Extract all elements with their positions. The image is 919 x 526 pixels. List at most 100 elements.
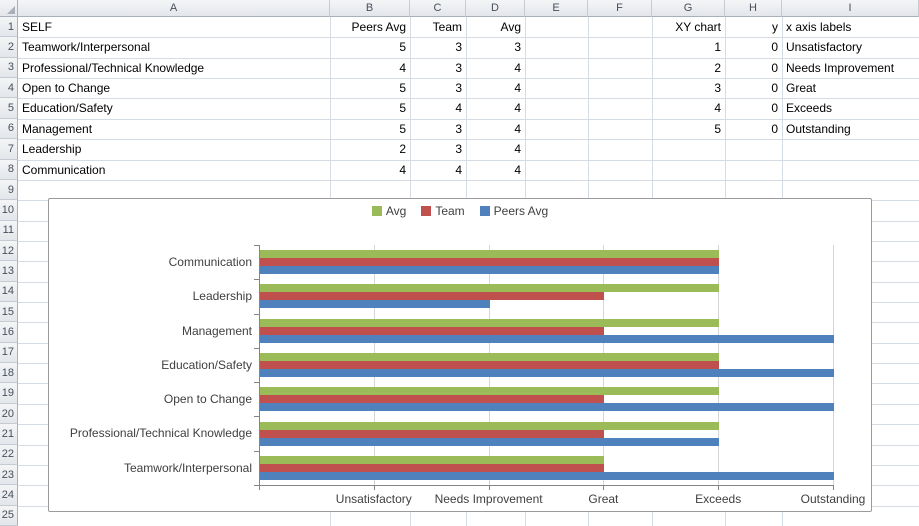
cell-A7[interactable]: Leadership bbox=[22, 142, 82, 157]
bar-avg-professional-technical-knowledge[interactable] bbox=[260, 421, 720, 430]
cell-C8[interactable]: 4 bbox=[455, 162, 462, 177]
row-header-18[interactable]: 18 bbox=[0, 363, 18, 384]
cell-G1[interactable]: XY chart bbox=[675, 20, 721, 34]
cell-C3[interactable]: 3 bbox=[455, 60, 462, 75]
column-header-c[interactable]: C bbox=[410, 0, 466, 17]
row-header-23[interactable]: 23 bbox=[0, 464, 18, 486]
cell-D8[interactable]: 4 bbox=[514, 162, 521, 177]
cell-H2[interactable]: 0 bbox=[771, 40, 778, 55]
column-header-e[interactable]: E bbox=[525, 0, 588, 17]
row-header-4[interactable]: 4 bbox=[0, 78, 18, 99]
row-header-8[interactable]: 8 bbox=[0, 159, 18, 180]
column-header-f[interactable]: F bbox=[588, 0, 652, 17]
cell-D2[interactable]: 3 bbox=[514, 40, 521, 55]
cell-C6[interactable]: 3 bbox=[455, 121, 462, 136]
cell-A4[interactable]: Open to Change bbox=[22, 81, 111, 96]
bar-avg-teamwork-interpersonal[interactable] bbox=[260, 455, 605, 464]
cell-H3[interactable]: 0 bbox=[771, 60, 778, 75]
cell-D3[interactable]: 4 bbox=[514, 60, 521, 75]
cell-B5[interactable]: 5 bbox=[399, 101, 406, 116]
cell-A1[interactable]: SELF bbox=[22, 20, 53, 34]
bar-peers-avg-education-safety[interactable] bbox=[260, 369, 834, 377]
cell-C1[interactable]: Team bbox=[432, 20, 462, 34]
cell-G6[interactable]: 5 bbox=[714, 121, 721, 136]
bar-team-education-safety[interactable] bbox=[260, 361, 720, 369]
row-header-5[interactable]: 5 bbox=[0, 98, 18, 119]
cell-A5[interactable]: Education/Safety bbox=[22, 101, 113, 116]
cell-I3[interactable]: Needs Improvement bbox=[786, 60, 895, 75]
cell-G4[interactable]: 3 bbox=[714, 81, 721, 96]
row-header-11[interactable]: 11 bbox=[0, 220, 18, 241]
row-header-1[interactable]: 1 bbox=[0, 17, 18, 38]
select-all-corner[interactable] bbox=[0, 0, 18, 17]
cell-C7[interactable]: 3 bbox=[455, 142, 462, 157]
cell-B3[interactable]: 4 bbox=[399, 60, 406, 75]
cell-H4[interactable]: 0 bbox=[771, 81, 778, 96]
bar-team-communication[interactable] bbox=[260, 258, 720, 267]
legend-item-team[interactable]: Team bbox=[421, 204, 465, 218]
cell-C5[interactable]: 4 bbox=[455, 101, 462, 116]
column-header-i[interactable]: I bbox=[782, 0, 919, 17]
bar-peers-avg-communication[interactable] bbox=[260, 266, 720, 275]
row-header-16[interactable]: 16 bbox=[0, 322, 18, 343]
row-header-22[interactable]: 22 bbox=[0, 444, 18, 465]
row-header-14[interactable]: 14 bbox=[0, 281, 18, 303]
bar-avg-education-safety[interactable] bbox=[260, 353, 720, 361]
cell-D1[interactable]: Avg bbox=[500, 20, 521, 34]
bar-peers-avg-management[interactable] bbox=[260, 334, 834, 343]
bar-peers-avg-leadership[interactable] bbox=[260, 300, 490, 309]
row-header-2[interactable]: 2 bbox=[0, 37, 18, 58]
cell-I2[interactable]: Unsatisfactory bbox=[786, 40, 863, 55]
cell-D4[interactable]: 4 bbox=[514, 81, 521, 96]
bar-team-teamwork-interpersonal[interactable] bbox=[260, 463, 605, 472]
cell-D6[interactable]: 4 bbox=[514, 121, 521, 136]
cell-B6[interactable]: 5 bbox=[399, 121, 406, 136]
row-header-6[interactable]: 6 bbox=[0, 118, 18, 140]
cell-I1[interactable]: x axis labels bbox=[786, 20, 852, 34]
cell-A6[interactable]: Management bbox=[22, 121, 93, 136]
cell-D5[interactable]: 4 bbox=[514, 101, 521, 116]
bar-team-professional-technical-knowledge[interactable] bbox=[260, 429, 605, 438]
column-header-a[interactable]: A bbox=[18, 0, 330, 17]
bar-peers-avg-professional-technical-knowledge[interactable] bbox=[260, 437, 720, 446]
cell-I5[interactable]: Exceeds bbox=[786, 101, 833, 116]
legend-item-avg[interactable]: Avg bbox=[371, 204, 406, 218]
cell-B4[interactable]: 5 bbox=[399, 81, 406, 96]
bar-avg-leadership[interactable] bbox=[260, 284, 720, 293]
cell-H1[interactable]: y bbox=[772, 20, 778, 34]
cell-G2[interactable]: 1 bbox=[714, 40, 721, 55]
cell-G3[interactable]: 2 bbox=[714, 60, 721, 75]
bar-team-open-to-change[interactable] bbox=[260, 395, 605, 404]
column-header-d[interactable]: D bbox=[466, 0, 525, 17]
row-header-24[interactable]: 24 bbox=[0, 485, 18, 506]
cell-H5[interactable]: 0 bbox=[771, 101, 778, 116]
row-header-12[interactable]: 12 bbox=[0, 240, 18, 262]
cell-C2[interactable]: 3 bbox=[455, 40, 462, 55]
bar-peers-avg-teamwork-interpersonal[interactable] bbox=[260, 471, 834, 480]
cell-B8[interactable]: 4 bbox=[399, 162, 406, 177]
cell-A8[interactable]: Communication bbox=[22, 162, 106, 177]
row-header-7[interactable]: 7 bbox=[0, 139, 18, 160]
row-header-10[interactable]: 10 bbox=[0, 200, 18, 221]
cell-A2[interactable]: Teamwork/Interpersonal bbox=[22, 40, 151, 55]
column-header-g[interactable]: G bbox=[652, 0, 725, 17]
legend-item-peers-avg[interactable]: Peers Avg bbox=[479, 204, 548, 218]
bar-avg-management[interactable] bbox=[260, 318, 720, 327]
row-header-17[interactable]: 17 bbox=[0, 342, 18, 364]
cell-A3[interactable]: Professional/Technical Knowledge bbox=[22, 60, 205, 75]
row-header-13[interactable]: 13 bbox=[0, 261, 18, 282]
row-header-21[interactable]: 21 bbox=[0, 424, 18, 445]
cell-B1[interactable]: Peers Avg bbox=[351, 20, 406, 34]
row-header-9[interactable]: 9 bbox=[0, 179, 18, 201]
cell-I4[interactable]: Great bbox=[786, 81, 817, 96]
cell-G5[interactable]: 4 bbox=[714, 101, 721, 116]
cell-C4[interactable]: 3 bbox=[455, 81, 462, 96]
bar-team-leadership[interactable] bbox=[260, 292, 605, 301]
row-header-20[interactable]: 20 bbox=[0, 403, 18, 425]
row-header-19[interactable]: 19 bbox=[0, 383, 18, 404]
cell-B2[interactable]: 5 bbox=[399, 40, 406, 55]
bar-avg-communication[interactable] bbox=[260, 250, 720, 259]
row-header-3[interactable]: 3 bbox=[0, 57, 18, 79]
cell-I6[interactable]: Outstanding bbox=[786, 121, 851, 136]
